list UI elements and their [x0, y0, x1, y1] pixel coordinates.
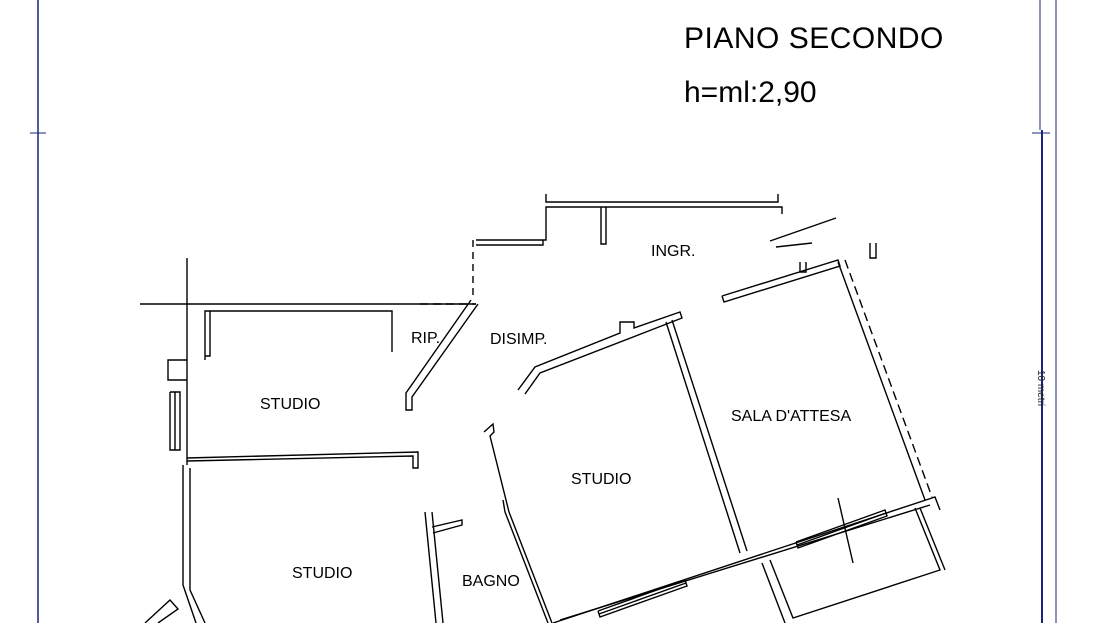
room-label-studio-1: STUDIO [260, 396, 321, 413]
wall-bathroom-left-2 [432, 512, 443, 623]
wall-left-studio-3-inner [190, 468, 205, 623]
window-studio-2 [598, 580, 687, 617]
wall-studio-2-left-outer [509, 512, 552, 623]
walls [140, 194, 945, 623]
window-sala [796, 510, 887, 548]
floor-title: PIANO SECONDO [684, 22, 944, 55]
wall-studio-1-bottom [187, 452, 418, 468]
wall-studio-2-left [484, 424, 509, 512]
wall-sala-top-stub [800, 262, 806, 272]
sheet-frame [30, 0, 1056, 623]
wall-left-studio-1 [168, 360, 187, 380]
room-label-rip: RIP. [411, 330, 441, 347]
window-left [170, 392, 180, 450]
window-bottom-left [145, 600, 178, 623]
floor-height-note: h=ml:2,90 [684, 76, 817, 109]
wall-bathroom-top [432, 520, 462, 533]
balcony-outline-3 [920, 508, 945, 570]
wall-top-studio-1-inner [205, 311, 210, 356]
balcony-outline [762, 563, 785, 623]
room-label-ingr: INGR. [651, 243, 696, 260]
room-label-sala-d-attesa: SALA D'ATTESA [731, 408, 852, 425]
wall-top-studio-1 [205, 311, 392, 360]
wall-sala-top [722, 260, 840, 302]
wall-entry-step [476, 207, 782, 240]
door-leaf-entry-2 [776, 243, 812, 247]
wall-entry-partition [601, 207, 606, 244]
wall-studio-2-top [518, 312, 682, 394]
window-sala-mid [797, 513, 886, 545]
wall-ripostiglio-diagonal [406, 300, 478, 410]
window-studio-2-mid [599, 583, 686, 614]
balcony-outline-2 [770, 508, 940, 618]
room-label-disimp: DISIMP. [490, 331, 548, 348]
wall-sala-right-dashed [845, 260, 932, 497]
scale-label: 10 metri [1035, 370, 1046, 407]
room-label-studio-3: STUDIO [292, 565, 353, 582]
wall-studio-2-left-inner [503, 500, 548, 623]
wall-entry-top [546, 194, 778, 202]
marker-cross-line [838, 498, 853, 563]
wall-left-studio-3 [183, 465, 196, 623]
wall-sala-right [838, 262, 925, 500]
door-leaf-entry [770, 218, 836, 241]
wall-bathroom-left [425, 512, 436, 623]
wall-studio-2-right [666, 322, 740, 553]
wall-entry-corner [476, 240, 543, 245]
room-label-bagno: BAGNO [462, 573, 520, 590]
wall-studio-2-right-2 [672, 320, 747, 551]
wall-entry-right-stub [870, 243, 876, 258]
wall-south-facade-inner [560, 505, 930, 620]
room-label-studio-2: STUDIO [571, 471, 632, 488]
